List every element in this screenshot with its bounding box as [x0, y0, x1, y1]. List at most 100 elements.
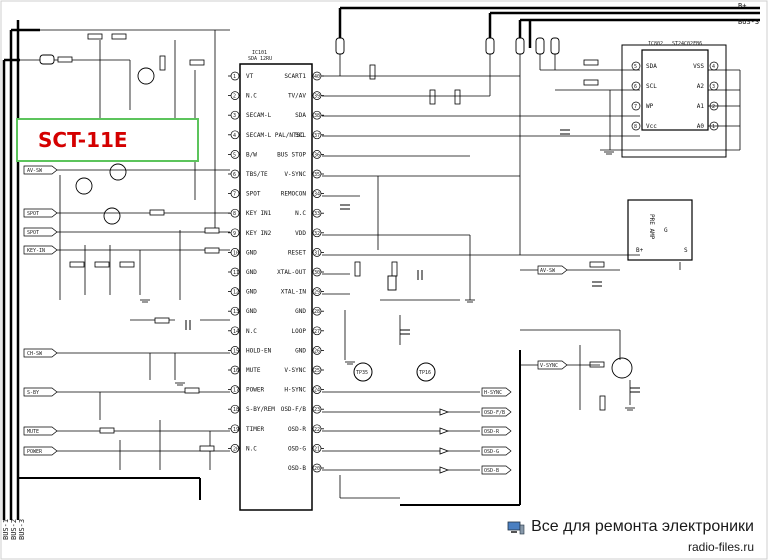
- main-ic-pin-marker: [312, 444, 322, 453]
- left-connector-label: AV-SW: [27, 168, 43, 174]
- main-ic-pin-label: REMOCON: [281, 191, 307, 198]
- model-title: SCT-11E: [38, 128, 128, 152]
- main-ic-pin-number: 4: [233, 133, 236, 139]
- main-ic-pin-number: 34: [314, 192, 320, 198]
- main-ic-pin-number: 7: [233, 192, 236, 198]
- main-ic-pin-label: N.C: [295, 210, 306, 217]
- left-connector-label: S-BY: [27, 390, 39, 396]
- right-connector-tag: [537, 360, 568, 370]
- main-ic-pin-label: HOLD-EN: [246, 347, 272, 354]
- main-ic-pin-number: 16: [233, 368, 239, 374]
- main-ic-pin-label: H-SYNC: [284, 387, 306, 394]
- left-connector-label: MUTE: [27, 429, 39, 435]
- eeprom-part: ST24C02FB6: [672, 41, 702, 47]
- top-connector-plugs: [39, 37, 560, 65]
- eeprom-pin-number: 8: [634, 124, 637, 130]
- main-ic-pin-marker: [312, 91, 322, 100]
- main-ic-pin-marker: [230, 91, 240, 100]
- transistor-q-right: [611, 357, 633, 379]
- main-ic-pin-marker: [230, 267, 240, 277]
- bus-label-bus3-bottom: BUS-3: [18, 519, 26, 540]
- main-ic-pin-label: SDA: [295, 112, 306, 119]
- main-ic-pin-marker: [230, 404, 240, 414]
- computer-icon: [507, 520, 525, 535]
- transistor-q-top: [137, 67, 155, 85]
- site-url: radio-files.ru: [687, 540, 754, 554]
- left-connector-tag: [23, 348, 58, 358]
- main-ic-pin-marker: [230, 169, 240, 179]
- right-wiring: [322, 45, 741, 499]
- main-ic-pin-number: 28: [314, 309, 320, 315]
- bus-label-bus3-top: BUS-3: [738, 18, 759, 26]
- main-ic-pin-number: 20: [233, 446, 239, 452]
- main-ic-pin-marker: [230, 444, 240, 453]
- main-ic-pin-marker: [230, 326, 240, 336]
- main-ic-pin-marker: [312, 346, 322, 355]
- main-ic-pin-marker: [230, 189, 240, 198]
- main-ic-pin-number: 25: [314, 368, 320, 374]
- main-ic-pin-marker: [230, 150, 240, 159]
- main-ic-pin-label: N.C: [246, 445, 257, 452]
- main-ic-pin-number: 9: [233, 231, 236, 237]
- main-ic-pin-number: 29: [314, 290, 320, 296]
- ground-symbols: [140, 151, 635, 411]
- main-ic-pin-number: 1: [233, 74, 236, 80]
- main-ic-pin-marker: [230, 346, 240, 355]
- testpoint-tp16: [416, 362, 436, 382]
- main-ic-pin-marker: [312, 365, 322, 375]
- main-ic-pin-marker: [230, 287, 240, 296]
- eeprom-pin-number: 2: [712, 104, 715, 110]
- main-ic-pin-label: XTAL-IN: [281, 289, 307, 296]
- right-connector-tag: [481, 465, 512, 475]
- eeprom-pin-number: 4: [712, 64, 715, 70]
- main-ic-pin-marker: [312, 71, 322, 81]
- ir-receiver: [627, 199, 693, 261]
- transistor-q-lower: [103, 207, 121, 225]
- left-connector-label: SPOT: [27, 211, 39, 217]
- main-ic-pin-number: 23: [314, 407, 320, 413]
- main-ic-pin-marker: [312, 150, 322, 159]
- main-ic-pin-marker: [312, 130, 322, 140]
- right-connector-label: OSD-R: [484, 429, 500, 435]
- main-ic-pin-number: 6: [233, 172, 236, 178]
- transistor-q-left: [75, 177, 93, 195]
- left-connector-tag: [23, 227, 58, 237]
- main-ic-pin-number: 17: [233, 388, 239, 394]
- eeprom-pin-label: A1: [697, 103, 705, 110]
- bus-label-bus2: BUS-2: [10, 519, 18, 540]
- main-ic-pin-marker: [312, 424, 322, 434]
- main-ic-pin-label: B/W: [246, 151, 257, 158]
- eeprom-pin-label: Vcc: [646, 123, 657, 130]
- main-ic-pin-marker: [230, 248, 240, 257]
- main-ic-pin-label: POWER: [246, 387, 264, 394]
- main-ic-pin-label: MUTE: [246, 367, 261, 374]
- main-ic-pin-marker: [312, 287, 322, 296]
- main-ic-pin-number: 20: [314, 466, 320, 472]
- right-connector-label: OSD-F/B: [484, 410, 505, 416]
- watermark-footer: Все для ремонта электроники radio-files.…: [507, 518, 754, 554]
- right-connector-label: OSD-G: [484, 449, 499, 455]
- left-connector-tag: [23, 165, 58, 175]
- left-connector-tag: [23, 208, 58, 218]
- main-ic-pin-label: BUS STOP: [277, 151, 306, 158]
- main-ic-pin-label: RESET: [288, 249, 306, 256]
- main-ic-pin-label: GND: [246, 249, 257, 256]
- main-ic-pin-number: 12: [233, 290, 239, 296]
- main-ic-pin-label: N.C: [246, 93, 257, 100]
- main-ic-pin-label: XTAL-OUT: [277, 269, 306, 276]
- ir-pin-g: G: [664, 227, 668, 234]
- main-ic-pin-number: 21: [314, 446, 320, 452]
- eeprom-body: [641, 49, 709, 131]
- main-ic-pin-marker: [312, 306, 322, 316]
- main-ic-pin-number: 32: [314, 231, 320, 237]
- main-ic-pin-number: 10: [233, 250, 239, 256]
- main-ic-pin-marker: [312, 110, 322, 120]
- main-ic-pin-marker: [230, 71, 240, 81]
- main-ic-pin-marker: [312, 404, 322, 414]
- main-ic-pin-label: OSD-R: [288, 426, 306, 433]
- main-ic-pin-label: GND: [246, 308, 257, 315]
- main-ic-pin-label: V-SYNC: [284, 367, 306, 374]
- site-name: Все для ремонта электроники: [531, 518, 754, 535]
- eeprom-pin-label: SCL: [646, 83, 657, 90]
- main-ic-pin-label: S-BY/REM: [246, 406, 275, 413]
